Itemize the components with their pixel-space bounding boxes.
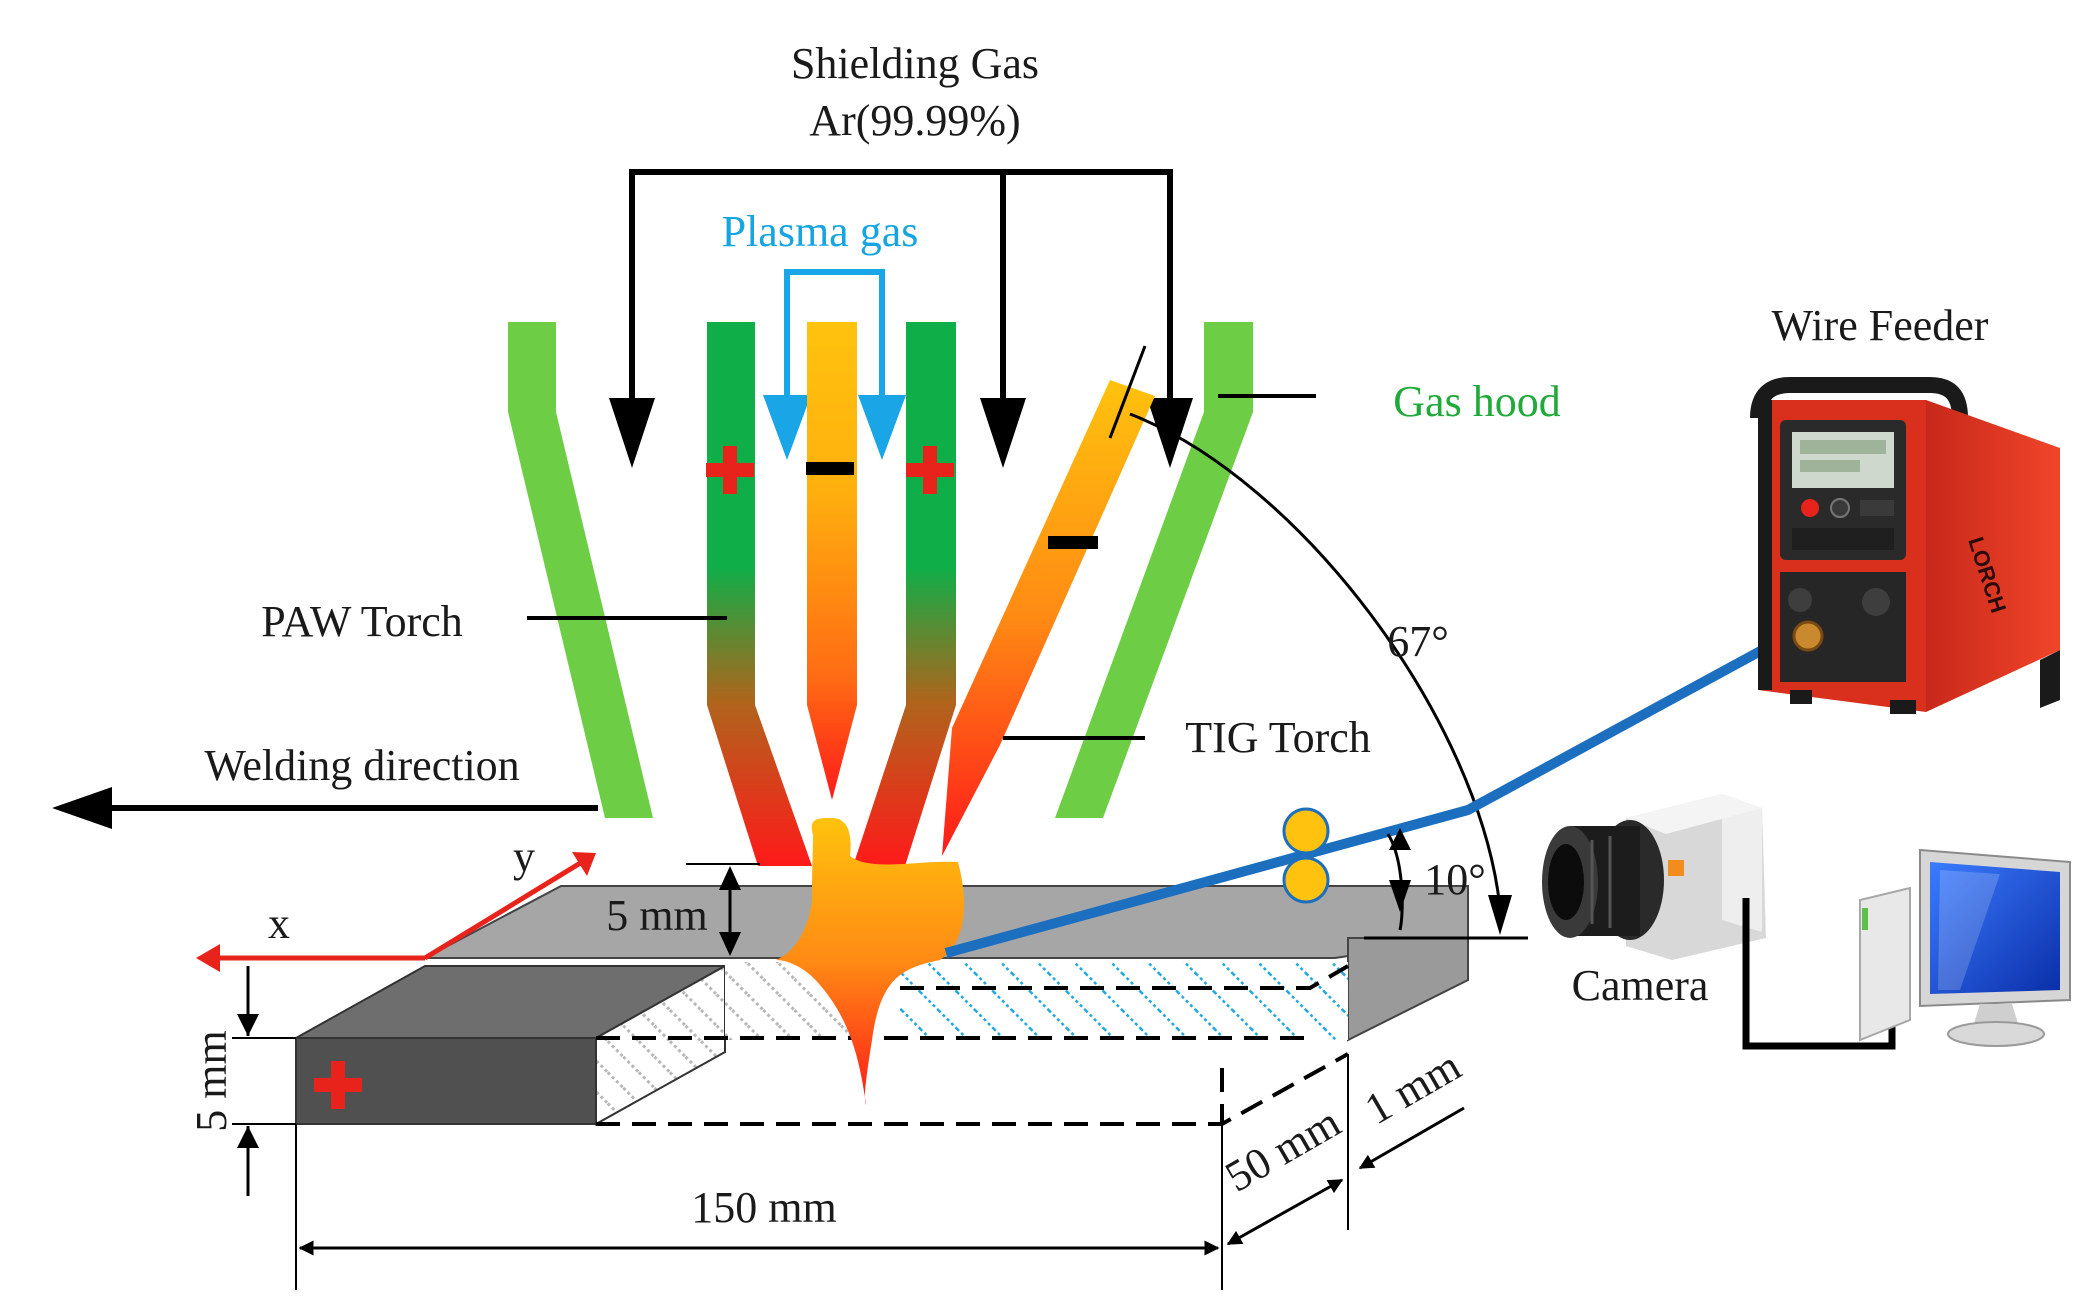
plasma-arrow-right [858, 395, 906, 460]
plasma-gas-label: Plasma gas [722, 207, 919, 256]
angle-10-label: 10° [1424, 855, 1486, 904]
axis-y-line [423, 859, 584, 961]
plus-sign-icon [906, 446, 954, 494]
plasma-gas-lines [763, 269, 906, 460]
welding-direction-arrow-icon [52, 787, 112, 829]
angle-67-arrowhead [1488, 895, 1512, 935]
axis-y-arrow-icon [572, 852, 596, 876]
gas-hood-left [508, 322, 653, 818]
tig-torch [942, 345, 1155, 856]
axis-x-arrow-icon [196, 944, 220, 972]
angle-67-label: 67° [1387, 617, 1449, 666]
minus-sign-icon [1048, 536, 1098, 549]
dim-1mm-line [1358, 1106, 1465, 1170]
gas-hood-right [1055, 322, 1253, 818]
gas-hood-label: Gas hood [1393, 377, 1560, 426]
gas-hood [508, 322, 1253, 818]
paw-electrode [807, 322, 857, 800]
wire-rollers [1282, 807, 1330, 904]
plus-sign-icon [706, 446, 754, 494]
camera-icon [1542, 794, 1766, 960]
workpiece-right-face [1347, 937, 1469, 1042]
blue-hatched-region [900, 962, 1348, 1040]
tig-electrode [942, 380, 1155, 856]
left-plate-hatched-face [595, 964, 726, 1126]
shielding-gas-composition: Ar(99.99%) [809, 96, 1020, 145]
weld-pool [776, 818, 965, 1105]
computer-icon [1859, 848, 2071, 1047]
gas-arrow-middle [980, 398, 1026, 468]
camera-label: Camera [1572, 961, 1709, 1010]
dim-5mm-thickness: 5 mm [187, 1030, 236, 1131]
shielding-gas-label: Shielding Gas [791, 39, 1039, 88]
dim-50mm-line [1226, 1178, 1344, 1246]
minus-sign-icon [806, 462, 854, 475]
plasma-arrow-left [763, 395, 811, 460]
plus-sign-icon [314, 1061, 362, 1109]
tig-torch-label: TIG Torch [1185, 713, 1371, 762]
dim-1mm: 1 mm [1357, 1041, 1469, 1134]
welding-direction-label: Welding direction [204, 741, 519, 790]
paw-torch-label: PAW Torch [261, 597, 463, 646]
dim-5mm-gap: 5 mm [606, 891, 707, 940]
wire-feeder-icon: LORCH [1750, 377, 2060, 714]
dim-150mm: 150 mm [691, 1183, 836, 1232]
filler-wire [944, 631, 1791, 958]
angle-67-arc [1129, 412, 1502, 909]
paw-torch [706, 322, 956, 866]
axis-x-label: x [268, 899, 290, 948]
coordinate-axes: x y [196, 832, 596, 972]
wire-feeder-label: Wire Feeder [1772, 301, 1989, 350]
axis-y-label: y [513, 832, 535, 881]
gas-arrow-left [609, 398, 655, 468]
tig-axis-tick [1108, 345, 1147, 439]
